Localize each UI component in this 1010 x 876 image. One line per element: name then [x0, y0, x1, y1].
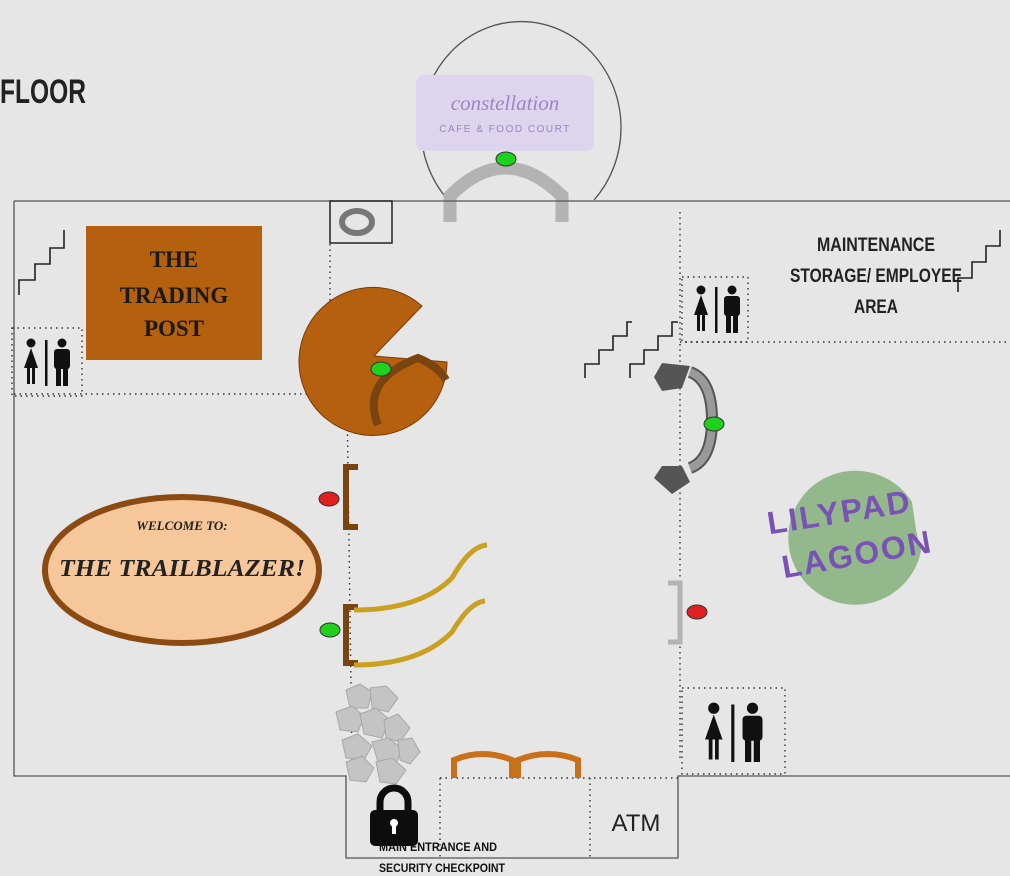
stairs-icon — [18, 230, 65, 295]
door-open-icon — [495, 151, 517, 167]
lock-icon — [370, 784, 418, 846]
atm-label[interactable]: ATM — [612, 810, 661, 837]
entrance-line2: SECURITY CHECKPOINT — [379, 861, 506, 875]
stairs-icon — [584, 321, 632, 378]
cafe-subtitle: CAFE & FOOD COURT — [439, 124, 570, 135]
maintenance-line1: MAINTENANCE — [817, 235, 935, 256]
door-open-icon — [703, 416, 725, 432]
lilypad-lagoon-store[interactable]: LILYPAD LAGOON — [765, 470, 936, 605]
floor-title: FLOOR — [0, 73, 86, 111]
trading-post-line3: POST — [144, 316, 204, 341]
stairs-icon — [629, 321, 678, 378]
right-gray-door[interactable] — [654, 363, 725, 494]
restroom-icon[interactable] — [24, 338, 70, 387]
rock-pile — [335, 683, 421, 785]
trading-post-store[interactable]: THE TRADING POST — [86, 226, 262, 360]
maintenance-line3: AREA — [854, 297, 898, 318]
welcome-sign: WELCOME TO: THE TRAILBLAZER! — [42, 494, 322, 646]
cafe-arch — [443, 161, 569, 222]
entrance-doors[interactable] — [451, 751, 581, 778]
cafe-food-court[interactable]: constellation CAFE & FOOD COURT — [416, 20, 622, 222]
escalator-door[interactable] — [319, 542, 488, 668]
restroom-icon[interactable] — [694, 285, 740, 334]
cafe-title: constellation — [451, 91, 560, 115]
escalator-upper — [353, 542, 488, 613]
maintenance-area[interactable]: MAINTENANCE STORAGE/ EMPLOYEE AREA — [790, 235, 962, 318]
restroom-icon[interactable] — [705, 702, 763, 762]
elevator-icon[interactable] — [329, 200, 393, 244]
welcome-line1: WELCOME TO: — [136, 518, 227, 533]
door-open-icon — [370, 361, 392, 377]
door-closed-icon — [318, 491, 340, 507]
welcome-line2: THE TRAILBLAZER! — [59, 556, 305, 582]
central-orange-kiosk[interactable] — [298, 287, 450, 436]
left-door-closed[interactable] — [318, 464, 358, 530]
trading-post-line2: TRADING — [120, 283, 229, 308]
escalator-lower — [353, 598, 486, 668]
entrance-line1: MAIN ENTRANCE AND — [379, 840, 497, 854]
door-open-icon — [319, 622, 341, 638]
door-closed-icon — [686, 604, 708, 620]
cafe-sign — [416, 75, 594, 151]
stairs-icon — [957, 230, 1001, 292]
building-outline — [13, 200, 1010, 859]
trading-post-line1: THE — [150, 247, 199, 272]
right-door-closed[interactable] — [668, 580, 708, 645]
maintenance-line2: STORAGE/ EMPLOYEE — [790, 266, 962, 287]
